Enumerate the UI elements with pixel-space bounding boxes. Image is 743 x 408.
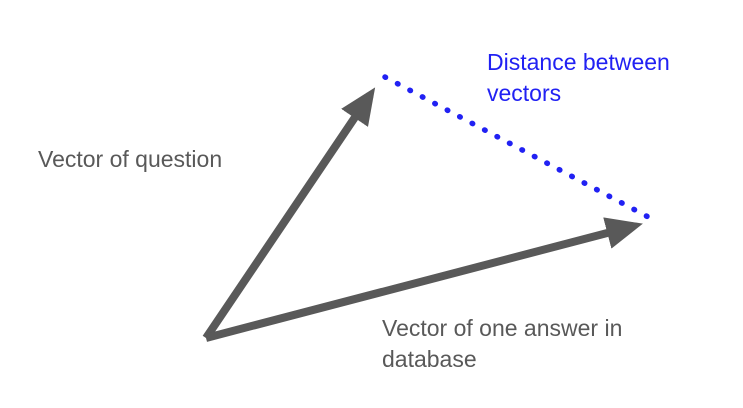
- question-vector-label: Vector of question: [38, 146, 223, 172]
- answer-vector-label: Vector of one answer in database: [382, 315, 623, 372]
- answer-vector-arrow: [204, 217, 643, 342]
- distance-label: Distance between vectors: [487, 49, 670, 106]
- distance-dotted-line: [382, 74, 655, 222]
- question-vector-arrow: [202, 87, 376, 341]
